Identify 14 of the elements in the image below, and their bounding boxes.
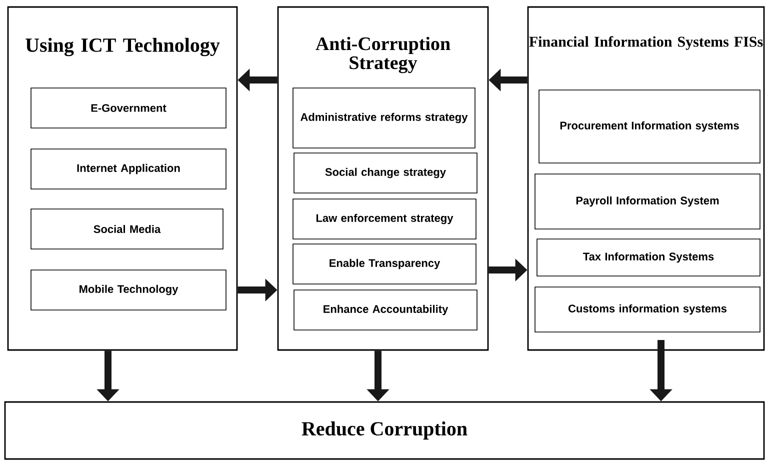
item-box: Customs information systems bbox=[534, 286, 760, 332]
item-box: Enable Transparency bbox=[292, 244, 476, 284]
item-box: E-Government bbox=[30, 88, 226, 128]
item-box: Social Media bbox=[30, 208, 224, 250]
result-box: Reduce Corruption bbox=[4, 401, 765, 460]
item-box: Internet Application bbox=[30, 148, 226, 190]
item-box: Administrative reforms strategy bbox=[292, 88, 476, 148]
item-box: Tax Information Systems bbox=[536, 238, 760, 276]
item-box: Payroll Information System bbox=[534, 174, 760, 230]
item-box: Mobile Technology bbox=[30, 270, 226, 310]
item-box: Law enforcement strategy bbox=[292, 198, 476, 240]
item-box: Enhance Accountability bbox=[294, 290, 478, 330]
item-box: Procurement Information systems bbox=[538, 90, 760, 164]
item-box: Social change strategy bbox=[294, 152, 478, 194]
